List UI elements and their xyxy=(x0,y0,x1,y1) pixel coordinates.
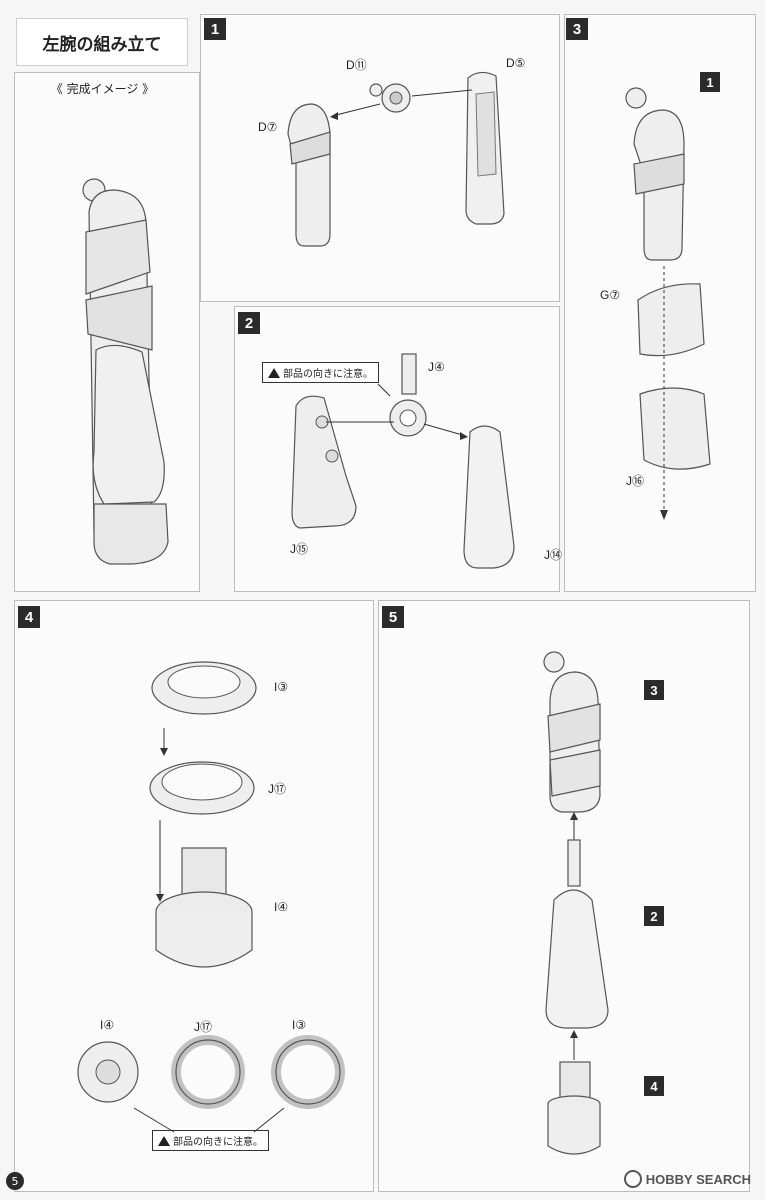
step-4-bottom-label-i3: I③ xyxy=(292,1018,307,1032)
warning-icon xyxy=(158,1135,170,1146)
page-title: 左腕の組み立て xyxy=(16,18,188,66)
page-number: 5 xyxy=(6,1172,24,1190)
step-1-illustration xyxy=(287,71,505,247)
hobby-search-logo-icon xyxy=(623,1170,642,1188)
step-4-caution-note: 部品の向きに注意。 xyxy=(152,1130,269,1151)
step-4-label-j17: J⑰ xyxy=(268,782,287,796)
step-2-caution-note: 部品の向きに注意。 xyxy=(262,362,379,383)
step-2-illustration xyxy=(291,353,515,569)
step-1-label-d11: D⑪ xyxy=(346,58,367,72)
step-5-number: 5 xyxy=(382,606,404,628)
step-3-ref-step-1: 1 xyxy=(700,72,720,92)
step-4-bottom-label-j17: J⑰ xyxy=(194,1020,213,1034)
step-5-ref-step-3: 3 xyxy=(644,680,664,700)
step-3-illustration xyxy=(625,87,711,520)
step-3-number: 3 xyxy=(566,18,588,40)
completed-arm-illustration xyxy=(82,178,169,565)
step-3-label-g7: G⑦ xyxy=(600,288,621,302)
completed-image-subtitle: 《 完成イメージ 》 xyxy=(50,82,155,96)
watermark: HOBBY SEARCH xyxy=(623,1170,751,1188)
step-2-label-j15: J⑮ xyxy=(290,542,309,556)
step-4-bottom-label-i4: I④ xyxy=(100,1018,115,1032)
step-3-label-j16: J⑯ xyxy=(626,474,645,488)
step-4-illustration xyxy=(77,661,345,1133)
step-1-number: 1 xyxy=(204,18,226,40)
step-5-ref-step-4: 4 xyxy=(644,1076,664,1096)
step-5-illustration xyxy=(543,651,609,1155)
warning-icon xyxy=(268,367,280,378)
step-2-number: 2 xyxy=(238,312,260,334)
step-2-label-j14: J⑭ xyxy=(544,548,563,562)
step-4-label-i4: I④ xyxy=(274,900,289,914)
step-4-number: 4 xyxy=(18,606,40,628)
step-5-ref-step-2: 2 xyxy=(644,906,664,926)
step-4-label-i3: I③ xyxy=(274,680,289,694)
step-2-label-j4: J④ xyxy=(428,360,445,374)
step-1-label-d7: D⑦ xyxy=(258,120,278,134)
step-1-label-d5: D⑤ xyxy=(506,56,526,70)
